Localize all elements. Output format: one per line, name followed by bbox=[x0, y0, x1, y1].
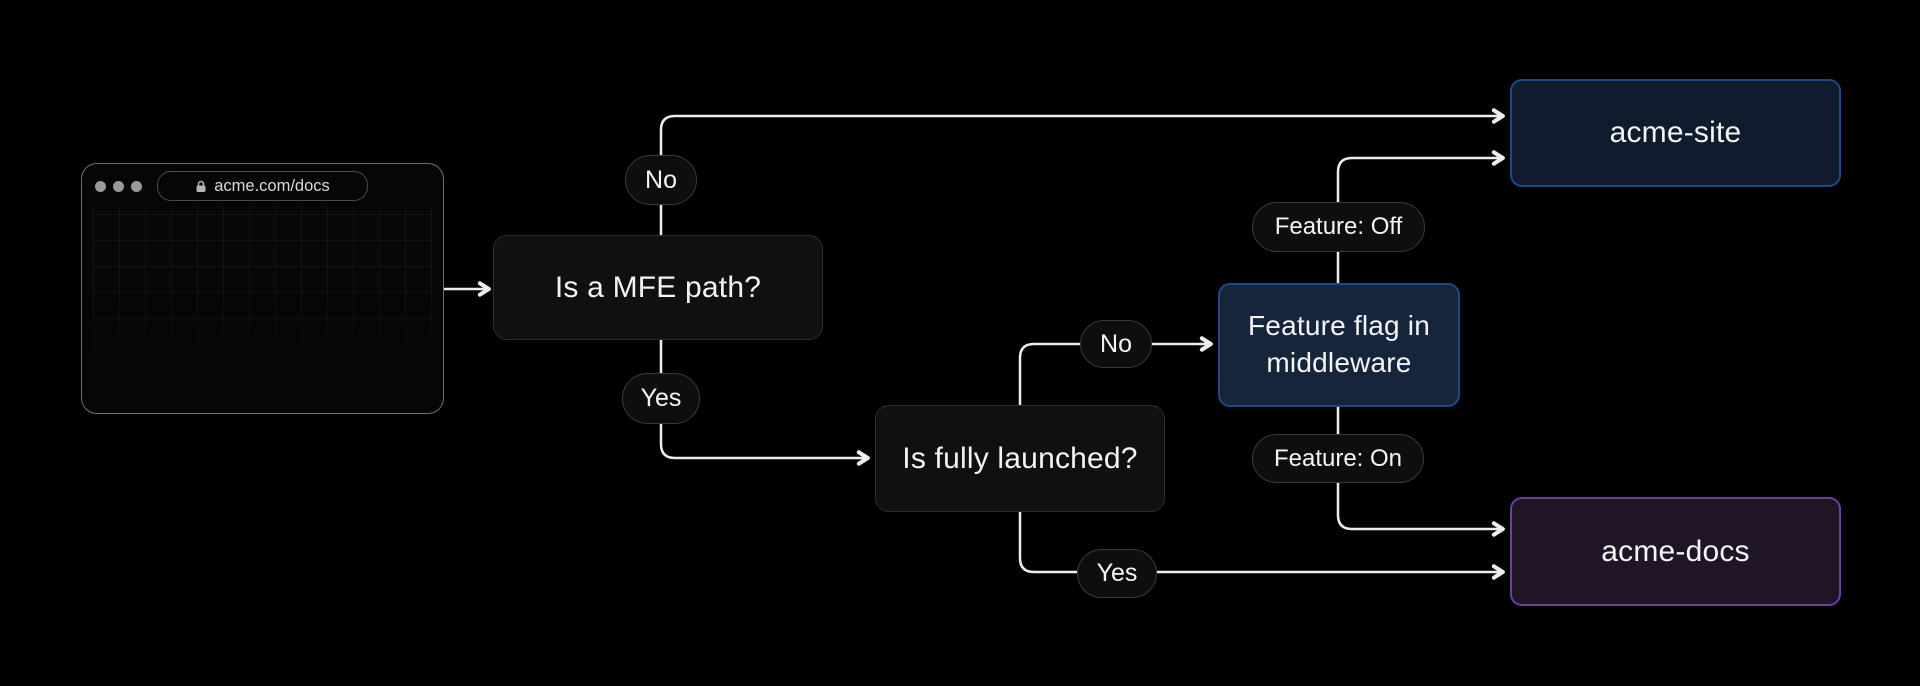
edge-label-mfe-no: No bbox=[625, 155, 697, 205]
edge-label-text: Feature: On bbox=[1273, 444, 1403, 472]
edge-label-text: Yes bbox=[640, 384, 682, 412]
edge-label-launched-no: No bbox=[1080, 320, 1152, 368]
node-acme-site: acme-site bbox=[1510, 79, 1841, 187]
edge-label-text: Feature: Off bbox=[1274, 213, 1403, 240]
node-acme-docs: acme-docs bbox=[1510, 497, 1841, 606]
lock-icon bbox=[195, 180, 207, 193]
address-url: acme.com/docs bbox=[214, 176, 330, 195]
edge-label-text: No bbox=[645, 165, 677, 194]
node-feature-flag-middleware: Feature flag in middleware bbox=[1218, 283, 1460, 407]
window-control-dot bbox=[113, 181, 124, 192]
address-bar: acme.com/docs bbox=[157, 171, 368, 201]
node-label: acme-site bbox=[1609, 116, 1742, 149]
window-control-dot bbox=[95, 181, 106, 192]
edge-label-text: Yes bbox=[1096, 559, 1138, 587]
node-label: Feature flag in middleware bbox=[1248, 310, 1430, 378]
edge-label-text: No bbox=[1100, 329, 1132, 358]
edge-label-feature-on: Feature: On bbox=[1252, 434, 1424, 483]
node-label: Is a MFE path? bbox=[554, 270, 762, 304]
node-label: Is fully launched? bbox=[902, 441, 1138, 475]
node-mfe-question: Is a MFE path? bbox=[493, 235, 823, 340]
traffic-light-dots bbox=[95, 181, 142, 192]
node-label: acme-docs bbox=[1601, 534, 1750, 568]
edge-label-launched-yes: Yes bbox=[1077, 549, 1157, 598]
browser-content-grid bbox=[93, 206, 432, 371]
edge-label-mfe-yes: Yes bbox=[622, 373, 700, 424]
edge-label-feature-off: Feature: Off bbox=[1252, 202, 1425, 252]
browser-window: acme.com/docs bbox=[81, 163, 444, 414]
node-launched-question: Is fully launched? bbox=[875, 405, 1165, 512]
window-control-dot bbox=[131, 181, 142, 192]
